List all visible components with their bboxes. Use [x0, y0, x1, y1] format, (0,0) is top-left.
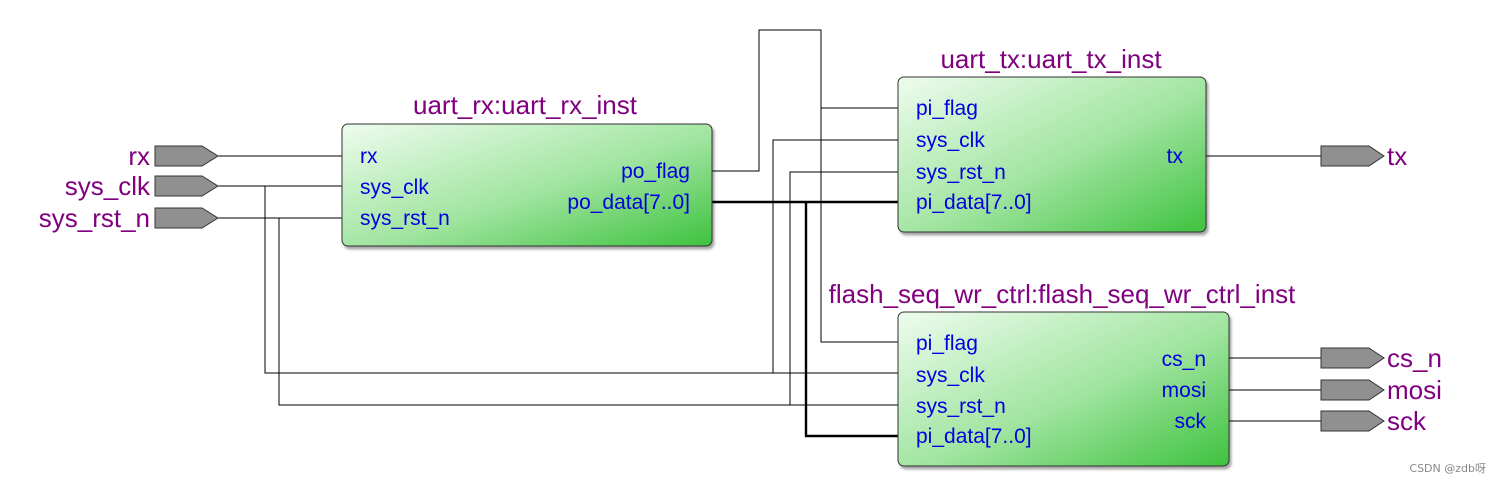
wire-sys-clk [218, 139, 898, 374]
pin-rx: rx [360, 145, 378, 168]
port-sck-label: sck [1387, 406, 1427, 436]
pin-sys-rst-n: sys_rst_n [360, 207, 450, 230]
input-ports: rx sys_clk sys_rst_n [39, 141, 219, 233]
pin-sys-clk: sys_clk [916, 364, 985, 387]
block-uart-tx-title: uart_tx:uart_tx_inst [940, 44, 1162, 74]
pin-sys-rst-n: sys_rst_n [916, 395, 1006, 418]
wire-po-flag [712, 29, 898, 343]
pin-mosi: mosi [1162, 379, 1206, 402]
pin-sys-clk: sys_clk [360, 176, 429, 199]
block-uart-rx-body[interactable] [341, 123, 713, 247]
pin-cs-n: cs_n [1162, 348, 1206, 371]
pin-pi-data: pi_data[7..0] [916, 425, 1032, 448]
wire-sys-rst-n [218, 171, 898, 406]
port-sys-rst-n-icon [154, 207, 219, 229]
port-tx-icon [1320, 145, 1385, 167]
port-sys-clk-icon [154, 175, 219, 197]
port-sys-rst-n-label: sys_rst_n [39, 203, 150, 233]
block-uart-tx-body[interactable] [897, 76, 1207, 233]
pin-sck: sck [1175, 410, 1207, 433]
port-sys-clk-label: sys_clk [65, 171, 151, 201]
pin-tx: tx [1167, 145, 1184, 168]
watermark: CSDN @zdb呀 [1409, 462, 1486, 475]
pin-sys-clk: sys_clk [916, 129, 985, 152]
output-ports: tx cs_n mosi sck [1320, 141, 1442, 436]
port-rx-icon [154, 145, 219, 167]
port-mosi-icon [1320, 379, 1385, 401]
port-tx-label: tx [1387, 141, 1407, 171]
block-uart-tx[interactable]: uart_tx:uart_tx_inst pi_flag sys_clk sys… [897, 44, 1207, 233]
block-flash-body[interactable] [897, 311, 1230, 467]
pin-pi-data: pi_data[7..0] [916, 191, 1032, 214]
port-mosi-label: mosi [1387, 375, 1442, 405]
block-uart-rx[interactable]: uart_rx:uart_rx_inst rx sys_clk sys_rst_… [341, 90, 713, 247]
bus-po-data [712, 200, 898, 438]
pin-pi-flag: pi_flag [916, 332, 978, 355]
block-uart-rx-title: uart_rx:uart_rx_inst [413, 90, 638, 120]
pin-sys-rst-n: sys_rst_n [916, 161, 1006, 184]
pin-pi-flag: pi_flag [916, 97, 978, 120]
block-flash-seq-wr-ctrl[interactable]: flash_seq_wr_ctrl:flash_seq_wr_ctrl_inst… [829, 279, 1297, 467]
block-flash-title: flash_seq_wr_ctrl:flash_seq_wr_ctrl_inst [829, 279, 1297, 309]
port-cs-n-icon [1320, 347, 1385, 369]
wires [218, 29, 1321, 438]
pin-po-data: po_data[7..0] [567, 191, 690, 214]
port-sck-icon [1320, 410, 1385, 432]
pin-po-flag: po_flag [621, 160, 690, 183]
port-rx-label: rx [128, 141, 150, 171]
port-cs-n-label: cs_n [1387, 343, 1442, 373]
